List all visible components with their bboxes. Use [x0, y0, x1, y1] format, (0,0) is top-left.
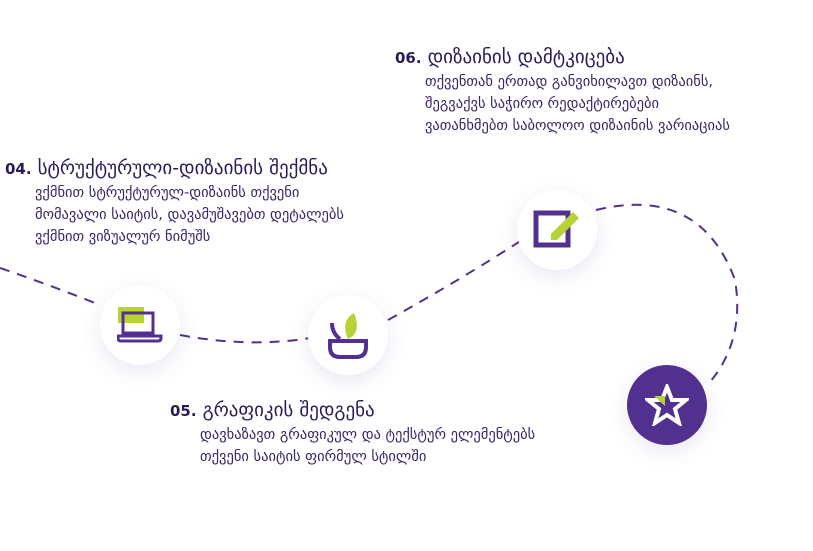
step-06: 06. დიზაინის დამტკიცება თქვენთან ერთად გა… — [395, 44, 730, 137]
step-description: ვქმნით სტრუქტურულ-დიზაინს თქვენი მომავალ… — [35, 182, 344, 248]
step-title: 05. გრაფიკის შედგენა — [170, 397, 535, 424]
step-title-text: დიზაინის დამტკიცება — [427, 46, 625, 68]
star-icon — [645, 384, 689, 426]
plant-step-circle — [308, 295, 388, 375]
laptop-step-circle — [100, 285, 180, 365]
step-description: თქვენთან ერთად განვიხილავთ დიზაინს, შეგვ… — [425, 71, 730, 137]
step-title-text: გრაფიკის შედგენა — [202, 399, 375, 421]
laptop-icon — [117, 307, 163, 343]
description-line: თქვენთან ერთად განვიხილავთ დიზაინს, — [425, 74, 714, 90]
step-number: 04. — [5, 160, 32, 178]
description-line: შეგვაქვს საჭირო რედაქტირებები — [425, 96, 660, 112]
step-number: 05. — [170, 402, 197, 420]
description-line: ვქმნით სტრუქტურულ-დიზაინს თქვენი — [35, 185, 300, 201]
step-description: დავხაზავთ გრაფიკულ და ტექსტურ ელემენტებს… — [200, 424, 535, 468]
step-title: 04. სტრუქტურული-დიზაინის შექმნა — [5, 155, 344, 182]
description-line: მომავალი საიტის, დავამუშავებთ დეტალებს — [35, 207, 345, 223]
edit-step-circle — [517, 190, 597, 270]
description-line: ვათანხმებთ საბოლოო დიზაინის ვარიაციას — [425, 118, 730, 134]
description-line: ვქმნით ვიზუალურ ნიმუშს — [35, 229, 211, 245]
description-line: დავხაზავთ გრაფიკულ და ტექსტურ ელემენტებს — [200, 427, 536, 443]
step-number: 06. — [395, 49, 422, 67]
step-title: 06. დიზაინის დამტკიცება — [395, 44, 730, 71]
step-04: 04. სტრუქტურული-დიზაინის შექმნა ვქმნით სტ… — [5, 155, 344, 248]
description-line: თქვენი საიტის ფირმულ სტილში — [200, 449, 427, 465]
step-title-text: სტრუქტურული-დიზაინის შექმნა — [37, 157, 328, 179]
plant-icon — [328, 313, 368, 359]
star-step-circle — [627, 365, 707, 445]
edit-icon — [533, 210, 579, 248]
step-05: 05. გრაფიკის შედგენა დავხაზავთ გრაფიკულ დ… — [170, 397, 535, 468]
